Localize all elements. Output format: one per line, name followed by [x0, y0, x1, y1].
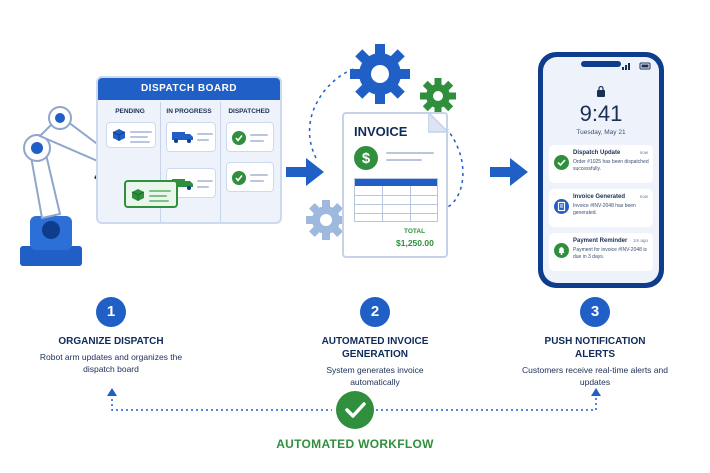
invoice-document: INVOICE $ TOTAL $1,250.00 — [342, 112, 448, 258]
dispatch-board-title: DISPATCH BOARD — [98, 78, 280, 100]
invoice-total-label: TOTAL — [404, 228, 426, 235]
invoice-title: INVOICE — [354, 124, 408, 139]
step-1-description: Robot arm updates and organizes the disp… — [39, 352, 183, 374]
package-icon — [131, 189, 145, 201]
in-progress-card — [166, 122, 216, 152]
invoice-total-value: $1,250.00 — [396, 238, 434, 248]
workflow-label: AUTOMATED WORKFLOW — [276, 437, 434, 451]
gears-illustration — [306, 44, 464, 240]
pending-card — [106, 122, 156, 148]
bell-icon — [554, 243, 569, 258]
notification-body: Invoice #INV-2048 has been generated. — [573, 203, 636, 216]
page-fold-icon — [428, 112, 450, 133]
status-bar-icons — [622, 62, 651, 70]
notification-body: Payment for invoice #INV-2048 is due in … — [573, 247, 647, 260]
check-circle-icon — [336, 391, 374, 429]
robot-arm-illustration — [20, 106, 134, 266]
step-3-title: PUSH NOTIFICATION ALERTS — [544, 336, 646, 360]
phone-clock: 9:41 — [579, 101, 623, 126]
dispatched-card — [226, 162, 274, 192]
truck-icon — [172, 132, 193, 143]
notification-body: Order #1025 has been dispatched successf… — [573, 159, 649, 172]
dollar-icon: $ — [354, 146, 378, 170]
notification-title: Dispatch Update — [573, 150, 621, 156]
arrow-right-icon — [286, 158, 324, 186]
column-in-progress-header: IN PROGRESS — [166, 108, 212, 115]
arrow-right-icon — [490, 158, 528, 186]
package-icon — [112, 129, 126, 141]
gear-icon — [420, 78, 456, 114]
document-icon — [554, 199, 569, 214]
notification-dispatch-update[interactable]: Dispatch Update now Order #1025 has been… — [549, 145, 653, 183]
step-1-title: ORGANIZE DISPATCH — [58, 336, 164, 347]
dispatch-board: DISPATCH BOARD PENDING IN PROGRESS DISPA… — [96, 76, 282, 224]
held-dispatch-card — [124, 180, 178, 208]
step-2-number: 2 — [360, 297, 390, 327]
phone-mockup: 9:41 Tuesday, May 21 Dispatch Update now… — [538, 52, 664, 288]
invoice-table — [354, 178, 438, 222]
notification-time: now — [639, 150, 648, 155]
column-divider — [220, 102, 221, 222]
svg-text:$: $ — [362, 150, 371, 167]
step-3-number: 3 — [580, 297, 610, 327]
phone-date: Tuesday, May 21 — [576, 129, 626, 136]
column-divider — [160, 102, 161, 222]
notification-payment-reminder[interactable]: Payment Reminder 1m ago Payment for invo… — [549, 233, 653, 271]
notification-invoice-generated[interactable]: Invoice Generated now Invoice #INV-2048 … — [549, 189, 653, 227]
column-pending-header: PENDING — [115, 108, 145, 115]
check-circle-icon — [232, 171, 246, 185]
notification-title: Invoice Generated — [573, 194, 626, 200]
dispatched-card — [226, 122, 274, 152]
workflow-loop-line — [107, 388, 601, 411]
step-2-description: System generates invoice automatically — [326, 365, 424, 387]
phone-screen: 9:41 Tuesday, May 21 Dispatch Update now… — [543, 57, 659, 283]
notification-time: 1m ago — [632, 238, 648, 243]
step-3-description: Customers receive real-time alerts and u… — [522, 365, 668, 387]
notification-title: Payment Reminder — [573, 238, 628, 244]
lock-icon — [597, 85, 605, 97]
phone-notch — [581, 61, 621, 67]
column-dispatched-header: DISPATCHED — [228, 108, 270, 115]
gear-icon — [306, 200, 346, 240]
notification-time: now — [639, 194, 648, 199]
step-1-number: 1 — [96, 297, 126, 327]
gear-icon — [350, 44, 410, 104]
step-2-title: AUTOMATED INVOICE GENERATION — [321, 336, 429, 360]
check-circle-icon — [232, 131, 246, 145]
check-circle-icon — [554, 155, 569, 170]
